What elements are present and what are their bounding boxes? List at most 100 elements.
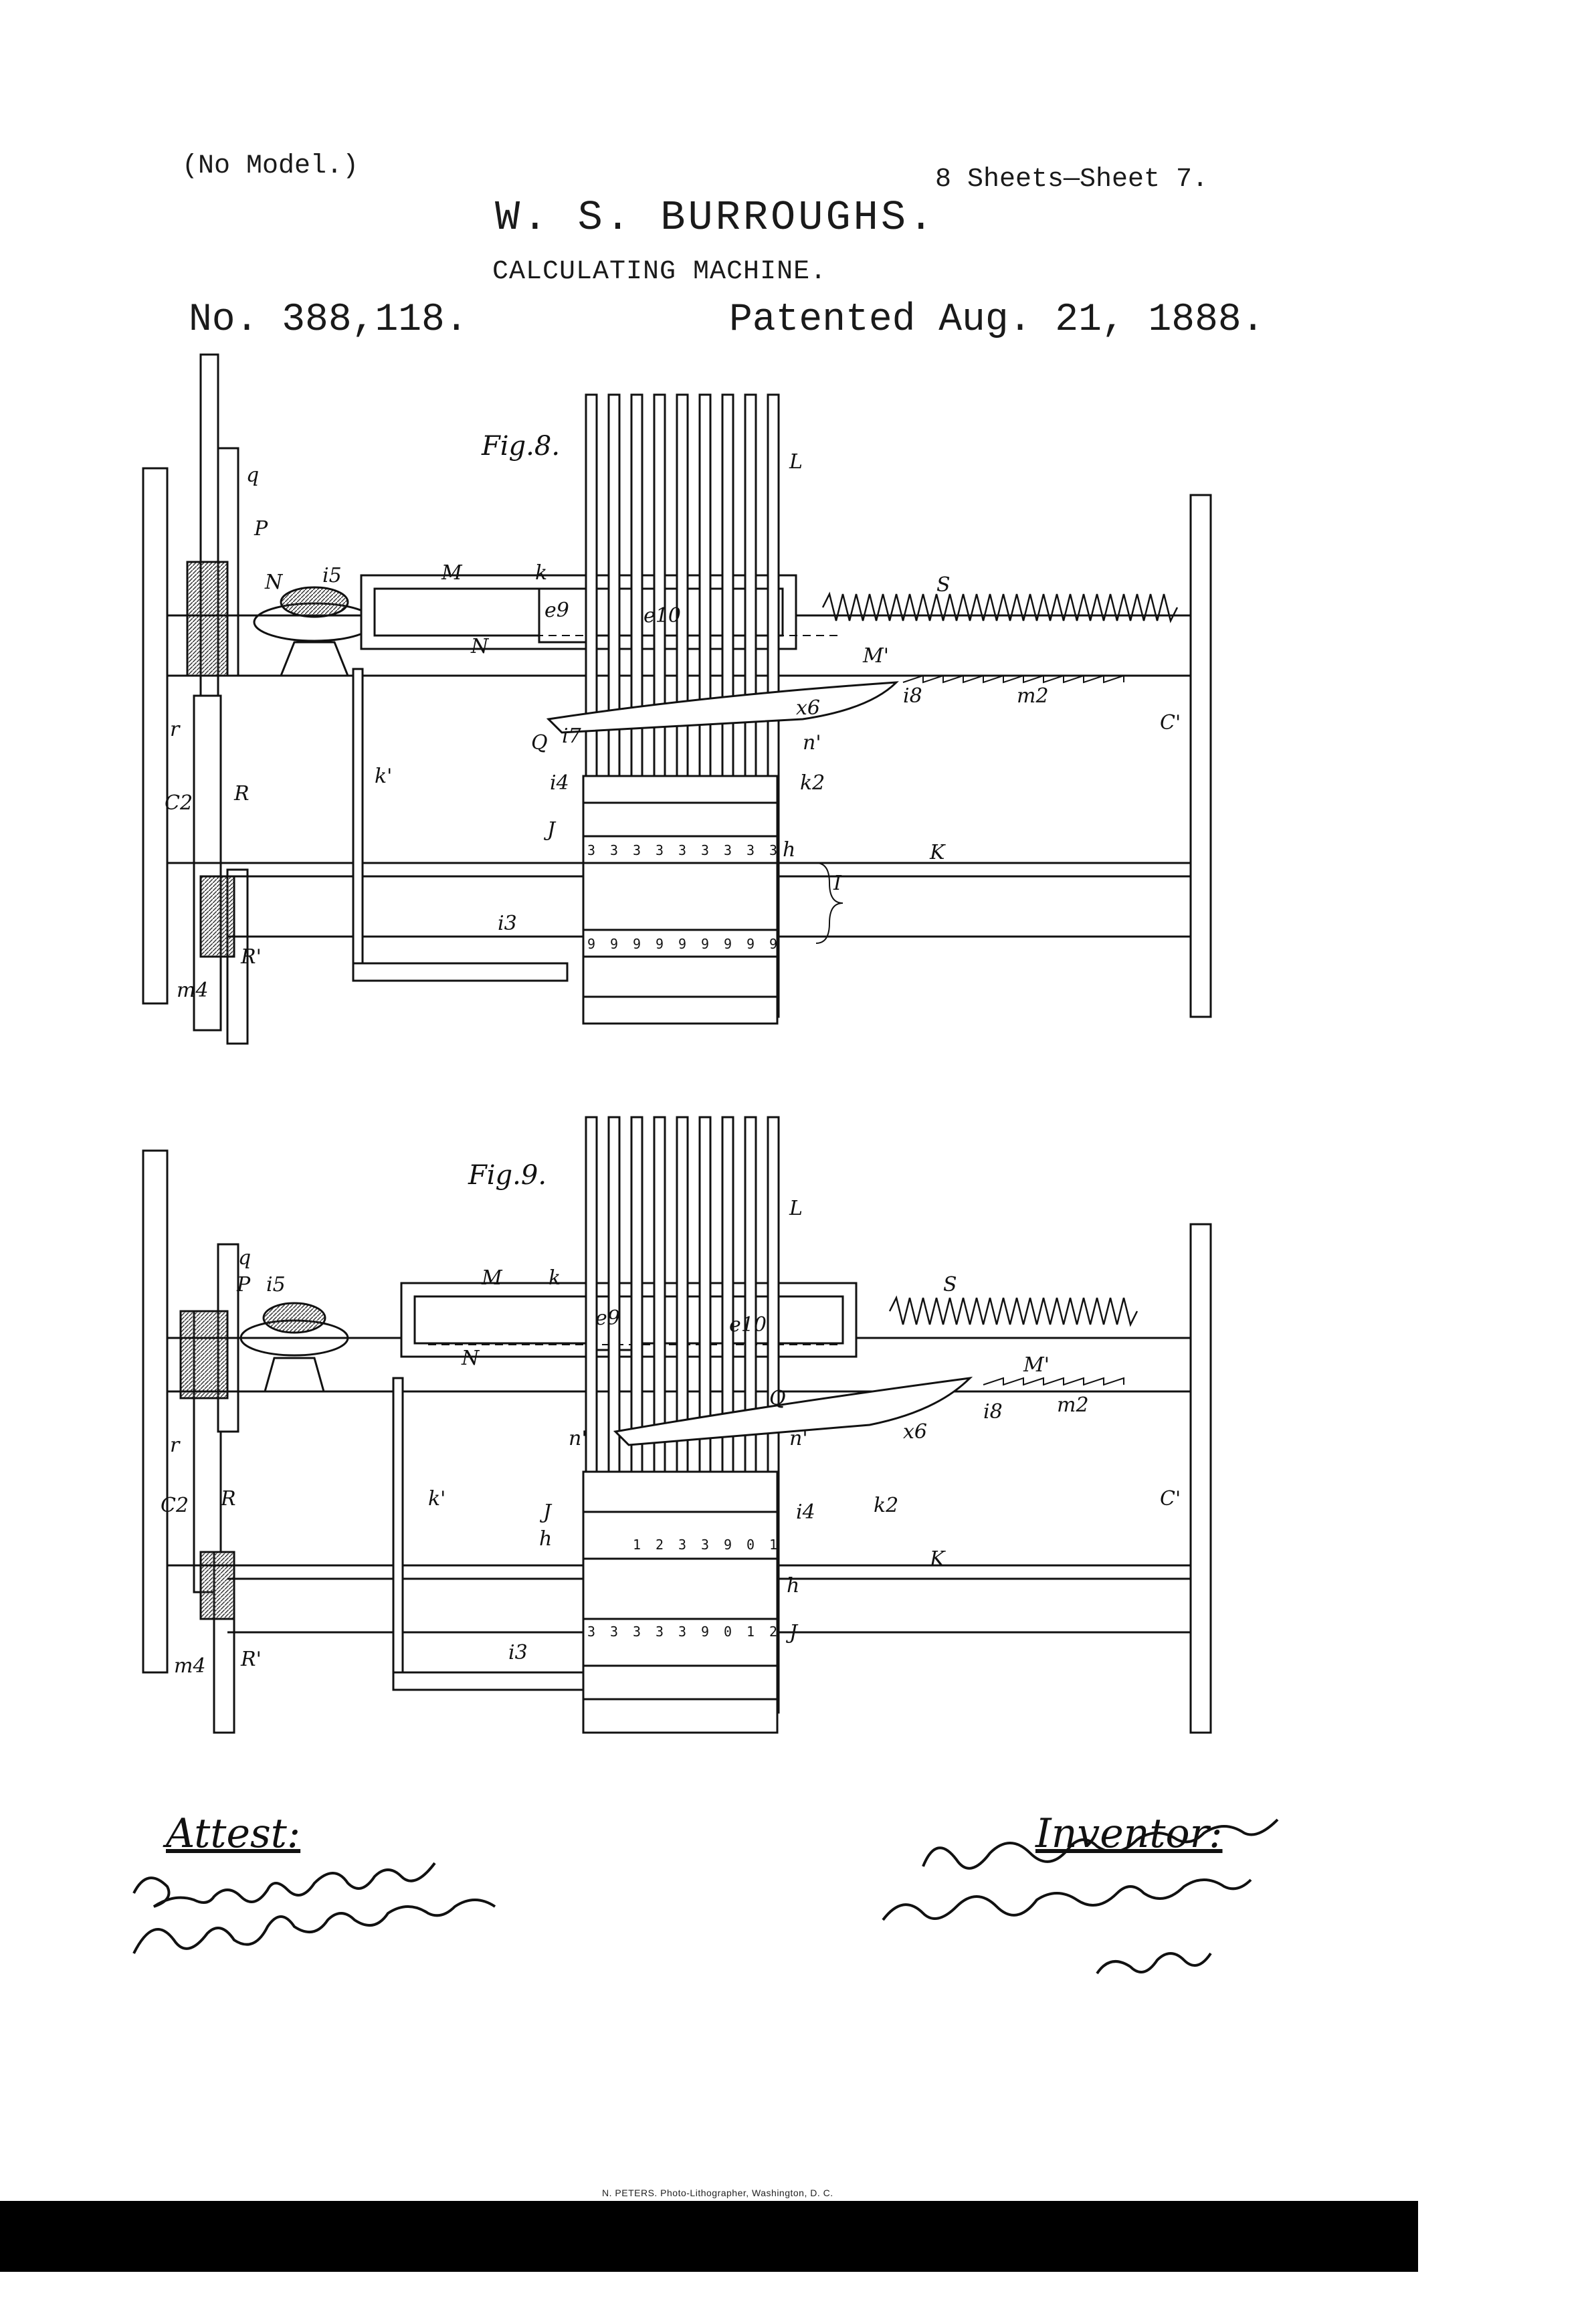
digit: 0 <box>747 1537 755 1553</box>
ref-R-prime: R' <box>240 1648 262 1671</box>
ref-q: q <box>246 464 259 487</box>
ref-L: L <box>789 1197 803 1220</box>
ref-M-prime: M' <box>862 644 889 668</box>
digit: 3 <box>678 842 686 858</box>
figure-8 <box>142 353 1212 1045</box>
ref-R: R <box>233 782 250 805</box>
digit: 3 <box>587 1624 595 1640</box>
ref-N: N <box>264 571 284 594</box>
ref-R-prime: R' <box>240 945 262 969</box>
attest-label: Attest: <box>166 1810 301 1857</box>
ref-e10: e10 <box>643 604 681 627</box>
ref-r: r <box>170 1434 181 1457</box>
ref-h: h <box>539 1527 552 1551</box>
ref-Q: Q <box>531 731 548 755</box>
ref-K: K <box>929 1547 946 1571</box>
digit: 2 <box>656 1537 664 1553</box>
ref-k: k <box>535 561 547 585</box>
ref-I: I <box>833 872 842 895</box>
ref-L: L <box>789 450 803 474</box>
digit: 9 <box>587 936 595 952</box>
ref-i8: i8 <box>903 684 922 708</box>
ref-P: P <box>236 1273 251 1296</box>
ref-k2: k2 <box>874 1494 898 1517</box>
ref-m2: m2 <box>1017 684 1049 708</box>
digit: 9 <box>701 1624 709 1640</box>
inventor-name: W. S. BURROUGHS. <box>495 194 936 241</box>
digit: 2 <box>769 1624 777 1640</box>
ref-i5: i5 <box>266 1273 286 1296</box>
ref-n-prime: n' <box>803 731 821 755</box>
ref-C-prime: C' <box>1160 1487 1181 1511</box>
patent-title: CALCULATING MACHINE. <box>492 257 827 287</box>
ref-k2: k2 <box>800 771 825 795</box>
fig9-label: Fig.9. <box>468 1160 546 1191</box>
digit: 1 <box>769 1537 777 1553</box>
inventor-label: Inventor: <box>1035 1810 1223 1857</box>
ref-S: S <box>943 1273 957 1296</box>
scan-border-bar <box>0 2201 1418 2272</box>
digit: 3 <box>656 1624 664 1640</box>
ref-C2: C2 <box>165 791 193 815</box>
ref-K: K <box>929 841 946 864</box>
fig8-digits-lower: 9 9 9 9 9 9 9 9 9 <box>587 936 777 952</box>
ref-P: P <box>254 517 268 541</box>
ref-N-2: N <box>470 635 490 658</box>
digit: 9 <box>747 936 755 952</box>
ref-i3: i3 <box>508 1641 528 1664</box>
ref-m2: m2 <box>1057 1393 1089 1417</box>
digit: 0 <box>724 1624 732 1640</box>
no-model-note: (No Model.) <box>182 151 359 181</box>
ref-i5: i5 <box>322 564 342 587</box>
digit: 3 <box>610 1624 618 1640</box>
ref-J: J <box>539 1500 553 1524</box>
attest-signatures <box>132 1862 496 1954</box>
printer-credit: N. PETERS. Photo-Lithographer, Washingto… <box>602 2188 833 2198</box>
ref-i8: i8 <box>983 1400 1003 1424</box>
ref-i3: i3 <box>498 912 517 935</box>
digit: 3 <box>587 842 595 858</box>
ref-Q: Q <box>769 1387 786 1410</box>
fig8-digits-upper: 3 3 3 3 3 3 3 3 3 <box>587 842 777 858</box>
ref-k-prime: k' <box>428 1487 445 1511</box>
digit: 9 <box>724 936 732 952</box>
ref-m4: m4 <box>177 979 209 1002</box>
ref-J: J <box>543 818 557 842</box>
ref-C-prime: C' <box>1160 711 1181 735</box>
ref-e9: e9 <box>595 1306 620 1330</box>
ref-h: h <box>783 838 795 862</box>
fig8-wheel-stack <box>582 775 779 1025</box>
digit: 3 <box>769 842 777 858</box>
digit: 9 <box>656 936 664 952</box>
sheet-number: 8 Sheets—Sheet 7. <box>935 165 1209 195</box>
ref-e9: e9 <box>544 599 569 622</box>
digit: 3 <box>724 842 732 858</box>
inventor-signature <box>882 1818 1279 1975</box>
ref-k-prime: k' <box>375 765 392 788</box>
ref-q: q <box>238 1246 251 1270</box>
fig9-wheel-stack <box>582 1470 779 1734</box>
ref-M: M <box>481 1266 503 1290</box>
digit: 9 <box>633 936 641 952</box>
digit: 3 <box>633 842 641 858</box>
ref-i4: i4 <box>796 1500 815 1524</box>
ref-i7: i7 <box>562 724 582 748</box>
ref-e10: e10 <box>729 1313 767 1337</box>
digit: 3 <box>656 842 664 858</box>
ref-S: S <box>936 573 951 597</box>
fig8-label: Fig.8. <box>481 431 560 462</box>
ref-M: M <box>441 561 463 585</box>
digit: 3 <box>701 1537 709 1553</box>
digit: 3 <box>701 842 709 858</box>
digit: 3 <box>633 1624 641 1640</box>
figure-9 <box>142 1116 1212 1734</box>
ref-R: R <box>220 1487 236 1511</box>
ref-h-2: h <box>787 1574 799 1597</box>
ref-x6: x6 <box>903 1420 927 1444</box>
fig9-digits-lower: 3 3 3 3 3 9 0 1 2 <box>587 1624 777 1640</box>
digit: 9 <box>610 936 618 952</box>
patent-number: No. 388,118. <box>189 298 468 342</box>
fig9-reference-letters: L q P i5 M k e9 e10 S N M' Q i8 m2 n' n'… <box>161 1197 1181 1678</box>
ref-M-prime: M' <box>1023 1353 1050 1377</box>
